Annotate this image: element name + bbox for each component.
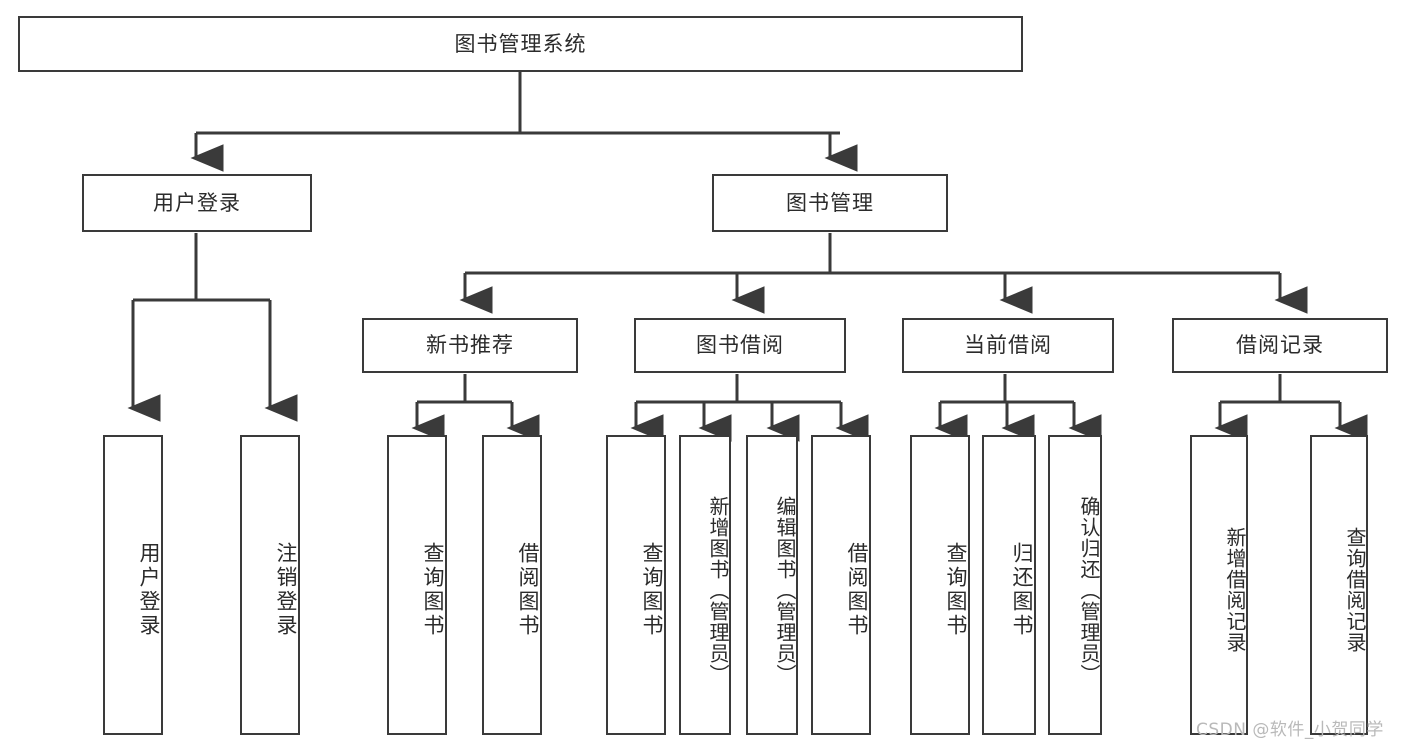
leaf-user-login-login[interactable]: 用户登录: [103, 435, 163, 735]
leaf-new-book-query-book[interactable]: 查询图书: [387, 435, 447, 735]
leaf-current-borrow-return-book[interactable]: 归还图书: [982, 435, 1036, 735]
node-user-login[interactable]: 用户登录: [82, 174, 312, 232]
leaf-book-borrow-query-book[interactable]: 查询图书: [606, 435, 666, 735]
node-book-management[interactable]: 图书管理: [712, 174, 948, 232]
leaf-borrow-record-query-record[interactable]: 查询借阅记录: [1310, 435, 1368, 735]
leaf-current-borrow-query-book[interactable]: 查询图书: [910, 435, 970, 735]
node-book-borrow[interactable]: 图书借阅: [634, 318, 846, 373]
leaf-book-borrow-add-book-admin[interactable]: 新增图书（管理员）: [679, 435, 731, 735]
leaf-book-borrow-edit-book-admin[interactable]: 编辑图书（管理员）: [746, 435, 798, 735]
node-current-borrow[interactable]: 当前借阅: [902, 318, 1114, 373]
leaf-book-borrow-borrow-book[interactable]: 借阅图书: [811, 435, 871, 735]
leaf-current-borrow-confirm-return-admin[interactable]: 确认归还（管理员）: [1048, 435, 1102, 735]
leaf-borrow-record-add-record[interactable]: 新增借阅记录: [1190, 435, 1248, 735]
node-new-book-recommend[interactable]: 新书推荐: [362, 318, 578, 373]
node-root-book-management-system[interactable]: 图书管理系统: [18, 16, 1023, 72]
node-borrow-record[interactable]: 借阅记录: [1172, 318, 1388, 373]
leaf-new-book-borrow-book[interactable]: 借阅图书: [482, 435, 542, 735]
leaf-user-login-logout[interactable]: 注销登录: [240, 435, 300, 735]
csdn-watermark: CSDN @软件_小贺同学: [1196, 720, 1384, 740]
